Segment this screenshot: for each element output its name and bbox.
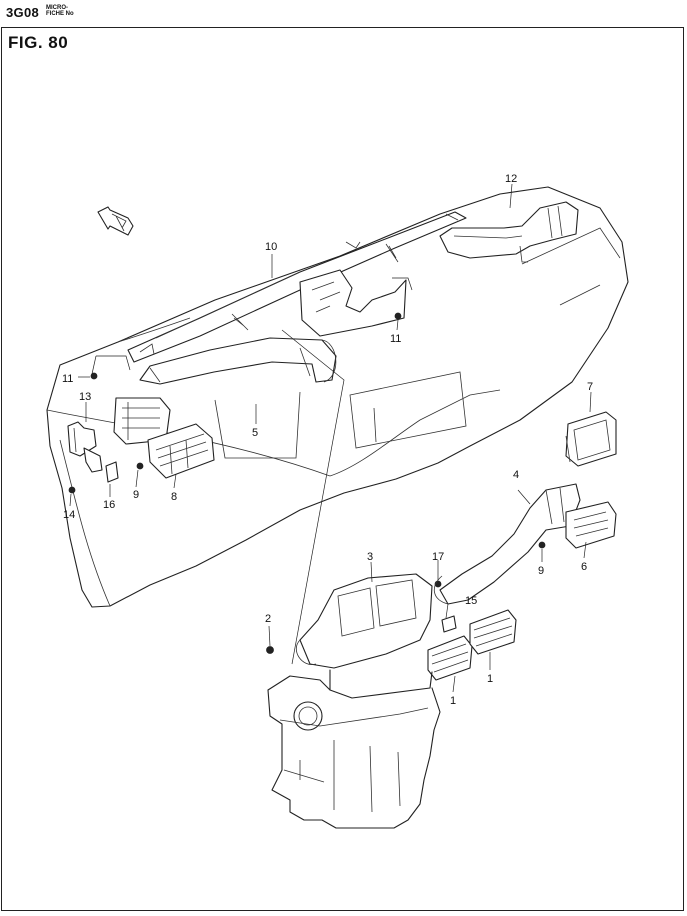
callout-9a: 9 (133, 489, 139, 501)
duct-4 (434, 483, 581, 605)
front-arrow-icon (97, 206, 134, 236)
garnish-7 (565, 411, 617, 467)
microfiche-line-2: FICHE No (46, 11, 74, 17)
center-duct (139, 337, 337, 385)
vent-1-left (427, 635, 473, 681)
callout-leaders (69, 183, 592, 693)
defroster-nozzle (127, 211, 467, 363)
side-duct-left (67, 421, 103, 473)
callout-2: 2 (265, 613, 271, 625)
side-duct-right (439, 201, 579, 263)
callout-17: 17 (432, 551, 444, 563)
callout-14: 14 (63, 509, 75, 521)
heater-unit (267, 669, 441, 829)
callout-11b: 11 (390, 333, 401, 345)
screws (68, 312, 546, 654)
clip-16 (105, 461, 119, 483)
callout-1a: 1 (450, 695, 456, 707)
callout-10: 10 (265, 241, 277, 253)
figure-frame (1, 27, 684, 911)
callout-13: 13 (79, 391, 91, 403)
callout-1b: 1 (487, 673, 493, 685)
center-vent (147, 423, 215, 479)
callout-5: 5 (252, 427, 258, 439)
callout-9b: 9 (538, 565, 544, 577)
callout-7: 7 (587, 381, 593, 393)
callout-16: 16 (103, 499, 115, 511)
callout-6: 6 (581, 561, 587, 573)
clip-15 (441, 615, 457, 633)
vent-6 (565, 501, 617, 549)
callout-15: 15 (465, 595, 477, 607)
vent-1-right (469, 609, 517, 655)
callout-8: 8 (171, 491, 177, 503)
duct-3 (295, 573, 433, 669)
callout-4: 4 (513, 469, 519, 481)
side-vent-left (113, 397, 171, 445)
callout-3: 3 (367, 551, 373, 563)
figure-title: FIG. 80 (8, 33, 69, 52)
figure-code: 3G08 (6, 5, 40, 20)
instrument-panel (46, 186, 629, 608)
microfiche-line-1: MICRO- (46, 5, 68, 11)
leader-guides (91, 277, 413, 665)
callout-12: 12 (505, 173, 517, 185)
callout-11a: 11 (62, 373, 73, 385)
microfiche-label: MICRO- FICHE No (46, 5, 74, 17)
